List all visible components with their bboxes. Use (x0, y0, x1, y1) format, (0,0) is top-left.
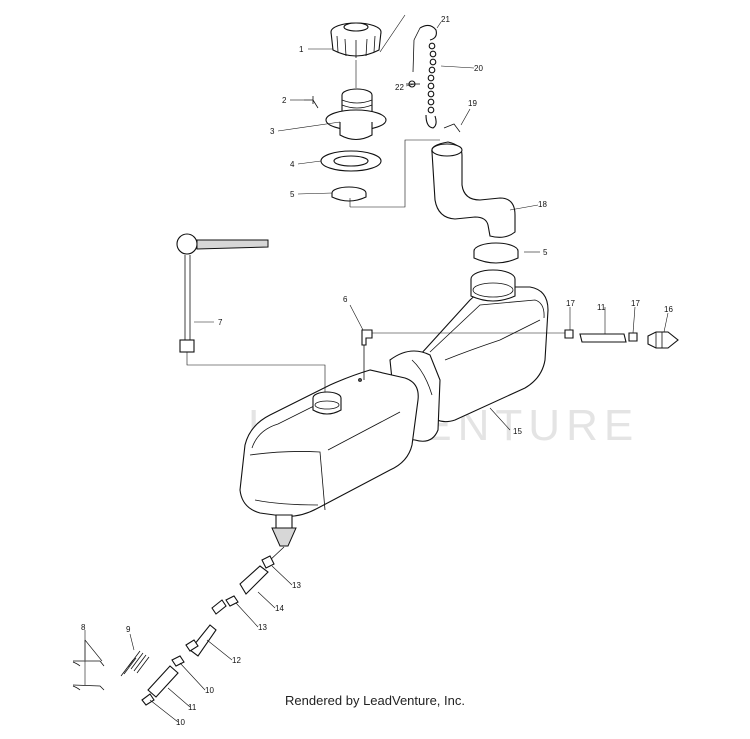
clip (443, 123, 461, 133)
gauge-leader-line (186, 352, 326, 392)
callout-11b: 11 (188, 703, 197, 712)
callout-12: 12 (232, 656, 241, 665)
leader-lines (84, 21, 669, 723)
callout-5b: 5 (543, 248, 548, 257)
callouts: 1 2 3 4 5 5 6 7 8 9 10 10 11 11 12 13 13… (81, 15, 673, 727)
callout-21: 21 (441, 15, 450, 24)
callout-18: 18 (538, 200, 547, 209)
callout-9: 9 (126, 625, 131, 634)
callout-22: 22 (395, 83, 404, 92)
callout-20: 20 (474, 64, 483, 73)
cap-strap-line (379, 14, 406, 53)
hose-clamp (473, 242, 519, 264)
callout-11a: 11 (597, 303, 606, 312)
fuel-tank (239, 269, 549, 547)
callout-13b: 13 (258, 623, 267, 632)
callout-14: 14 (275, 604, 284, 613)
footer-credit: Rendered by LeadVenture, Inc. (285, 693, 465, 708)
callout-2: 2 (282, 96, 287, 105)
callout-13a: 13 (292, 581, 301, 590)
callout-10b: 10 (176, 718, 185, 727)
fuel-gauge (176, 233, 269, 353)
fuel-line-components (72, 546, 285, 706)
tether-chain (406, 24, 437, 129)
vent-components (564, 329, 679, 349)
callout-17b: 17 (631, 299, 640, 308)
callout-17a: 17 (566, 299, 575, 308)
callout-6: 6 (343, 295, 348, 304)
callout-4: 4 (290, 160, 295, 169)
callout-10a: 10 (205, 686, 214, 695)
bushing (331, 186, 367, 202)
vent-fitting (361, 329, 373, 380)
gasket (320, 150, 382, 172)
callout-3: 3 (270, 127, 275, 136)
callout-5a: 5 (290, 190, 295, 199)
fuel-cap (330, 22, 382, 58)
screw (304, 96, 319, 109)
callout-8: 8 (81, 623, 86, 632)
filler-neck-adapter (325, 88, 387, 141)
vent-hose (431, 141, 516, 238)
callout-16: 16 (664, 305, 673, 314)
callout-15: 15 (513, 427, 522, 436)
callout-19: 19 (468, 99, 477, 108)
callout-7: 7 (218, 318, 223, 327)
neck-to-hose-line (350, 139, 440, 208)
callout-1: 1 (299, 45, 304, 54)
